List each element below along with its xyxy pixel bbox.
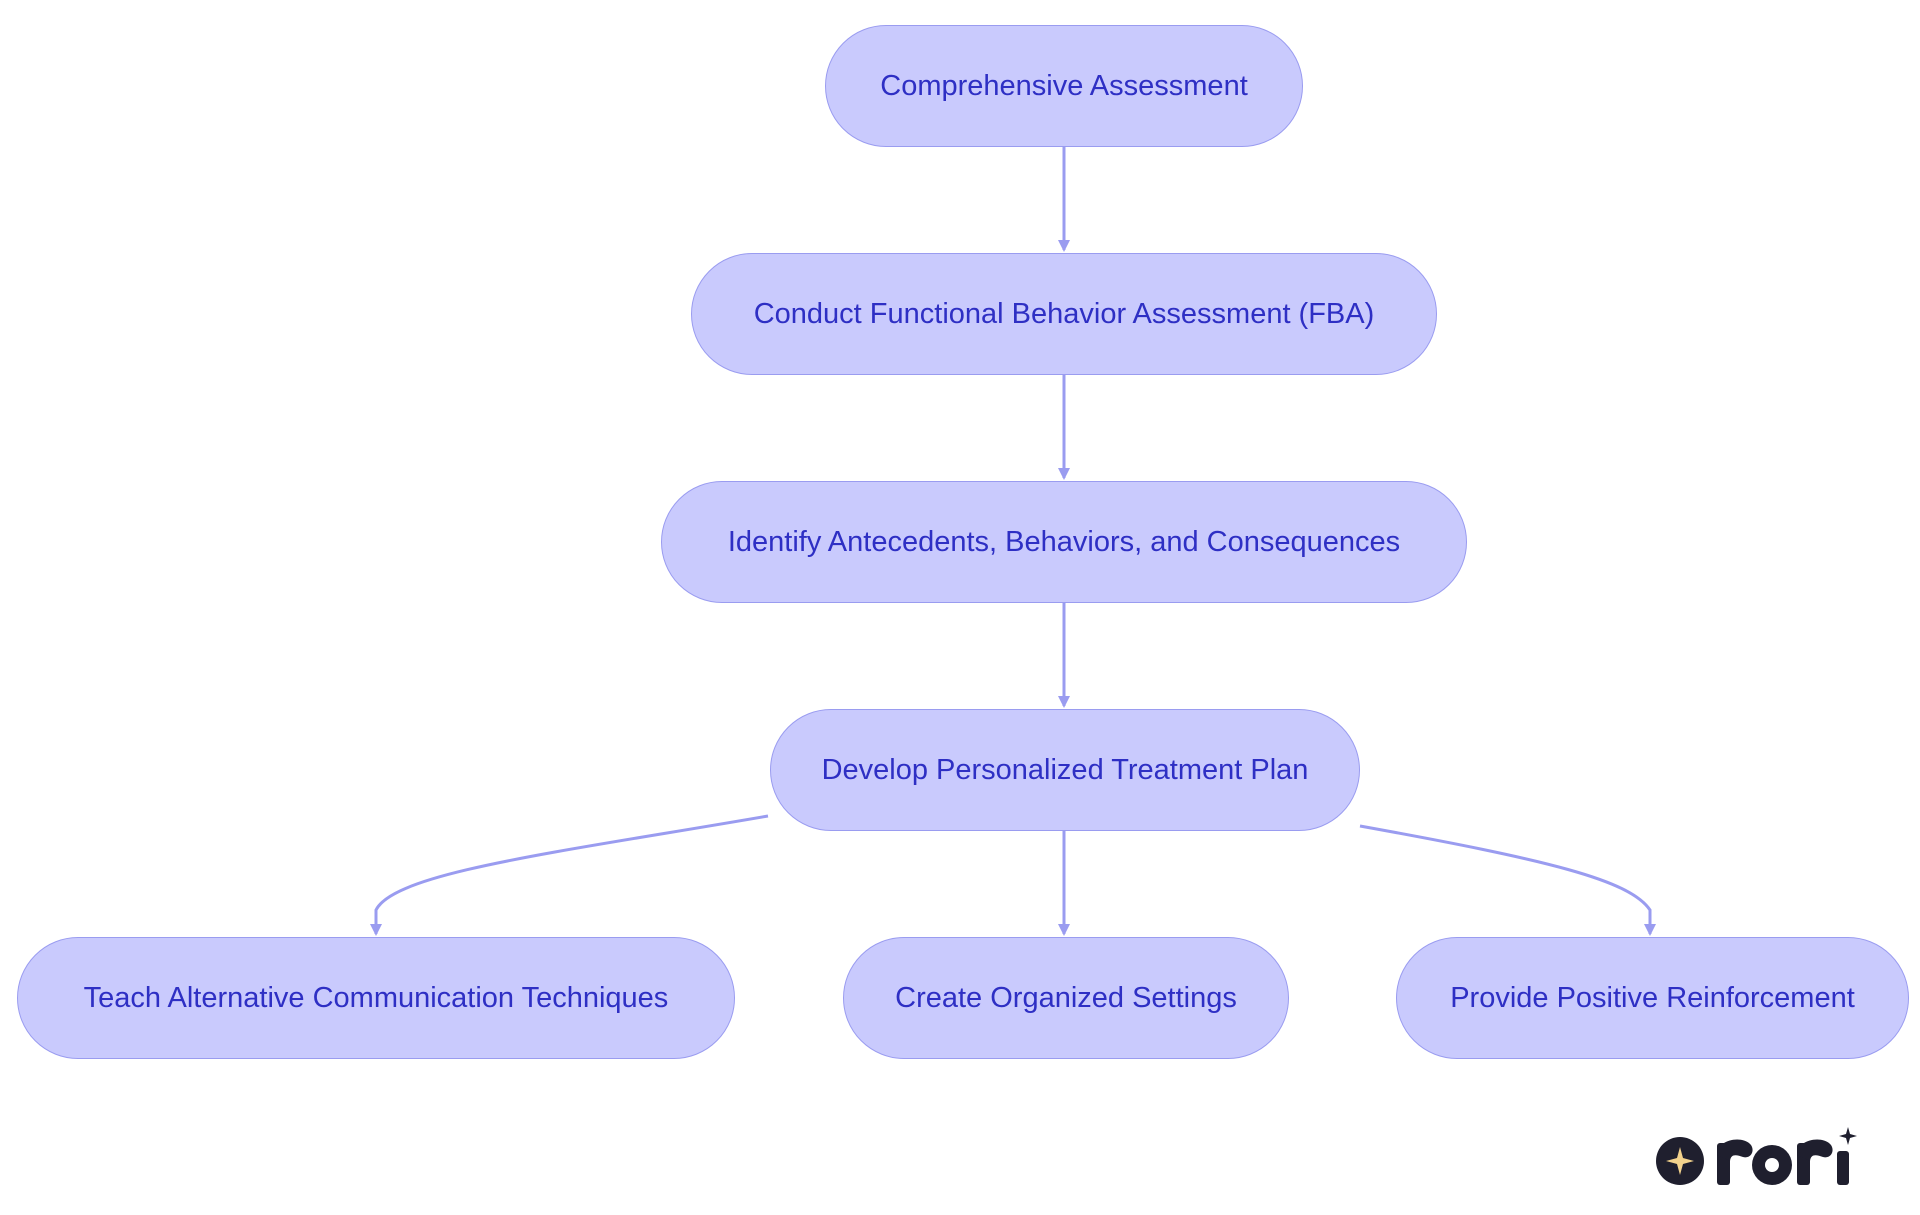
node-conduct-fba: Conduct Functional Behavior Assessment (… [691,253,1437,375]
node-develop-treatment-plan: Develop Personalized Treatment Plan [770,709,1360,831]
node-create-settings: Create Organized Settings [843,937,1289,1059]
node-label: Conduct Functional Behavior Assessment (… [753,297,1375,330]
node-label: Identify Antecedents, Behaviors, and Con… [727,525,1401,558]
node-positive-reinforcement: Provide Positive Reinforcement [1396,937,1909,1059]
node-label: Teach Alternative Communication Techniqu… [83,981,669,1014]
edge-n4-n7 [1359,824,1656,936]
node-label: Develop Personalized Treatment Plan [821,753,1309,786]
node-identify-abc: Identify Antecedents, Behaviors, and Con… [661,481,1467,603]
rori-wordmark [1717,1127,1857,1185]
rori-logo [1656,1127,1857,1185]
node-comprehensive-assessment: Comprehensive Assessment [825,25,1303,147]
node-label: Create Organized Settings [895,981,1237,1014]
node-teach-communication: Teach Alternative Communication Techniqu… [17,937,735,1059]
sparkle-icon [1656,1137,1704,1185]
node-label: Comprehensive Assessment [880,69,1248,102]
edge-n4-n5 [370,814,769,936]
node-label: Provide Positive Reinforcement [1450,981,1855,1014]
